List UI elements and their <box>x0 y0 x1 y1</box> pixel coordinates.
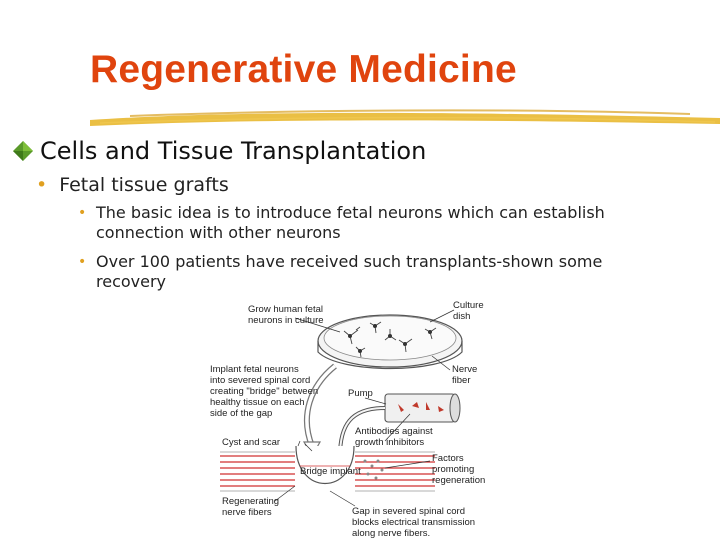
title-underline-swoosh <box>90 109 720 126</box>
label-culture-dish: Culture dish <box>453 300 484 322</box>
bullet-level2-text: Fetal tissue grafts <box>59 174 229 196</box>
bullet-level1-text: Cells and Tissue Transplantation <box>40 137 427 165</box>
figure-illustration <box>220 309 463 507</box>
slide-title: Regenerative Medicine <box>90 48 517 91</box>
label-cyst-scar: Cyst and scar <box>222 437 281 448</box>
label-antibodies: Antibodies against growth inhibitors <box>355 426 433 448</box>
label-implant: Implant fetal neurons into severed spina… <box>210 364 319 419</box>
diamond-bullet-icon <box>13 141 33 161</box>
sub-bullet-1-text: The basic idea is to introduce fetal neu… <box>96 203 605 242</box>
bullet-level1: Cells and Tissue Transplantation <box>12 137 426 165</box>
sub-bullet-1: • The basic idea is to introduce fetal ne… <box>78 203 678 243</box>
label-bridge-implant: Bridge implant <box>300 466 361 477</box>
spinal-cord-transplant-figure: Grow human fetal neurons in culture Cult… <box>200 296 520 540</box>
label-factors: Factors promoting regeneration <box>432 453 486 486</box>
label-grow-neurons: Grow human fetal neurons in culture <box>248 304 324 326</box>
label-gap: Gap in severed spinal cord blocks electr… <box>352 506 476 539</box>
label-pump: Pump <box>348 388 373 399</box>
bullet-level2: • Fetal tissue grafts <box>36 174 229 196</box>
bullet-dot-icon: • <box>78 205 87 221</box>
label-regenerating-fibers: Regenerating nerve fibers <box>222 496 280 518</box>
sub-bullet-2: • Over 100 patients have received such tr… <box>78 252 678 292</box>
sub-bullet-2-text: Over 100 patients have received such tra… <box>96 252 603 291</box>
bullet-dot-icon: • <box>78 254 87 270</box>
label-nerve-fiber: Nerve fiber <box>452 364 478 386</box>
bullet-dot-icon: • <box>36 174 48 196</box>
